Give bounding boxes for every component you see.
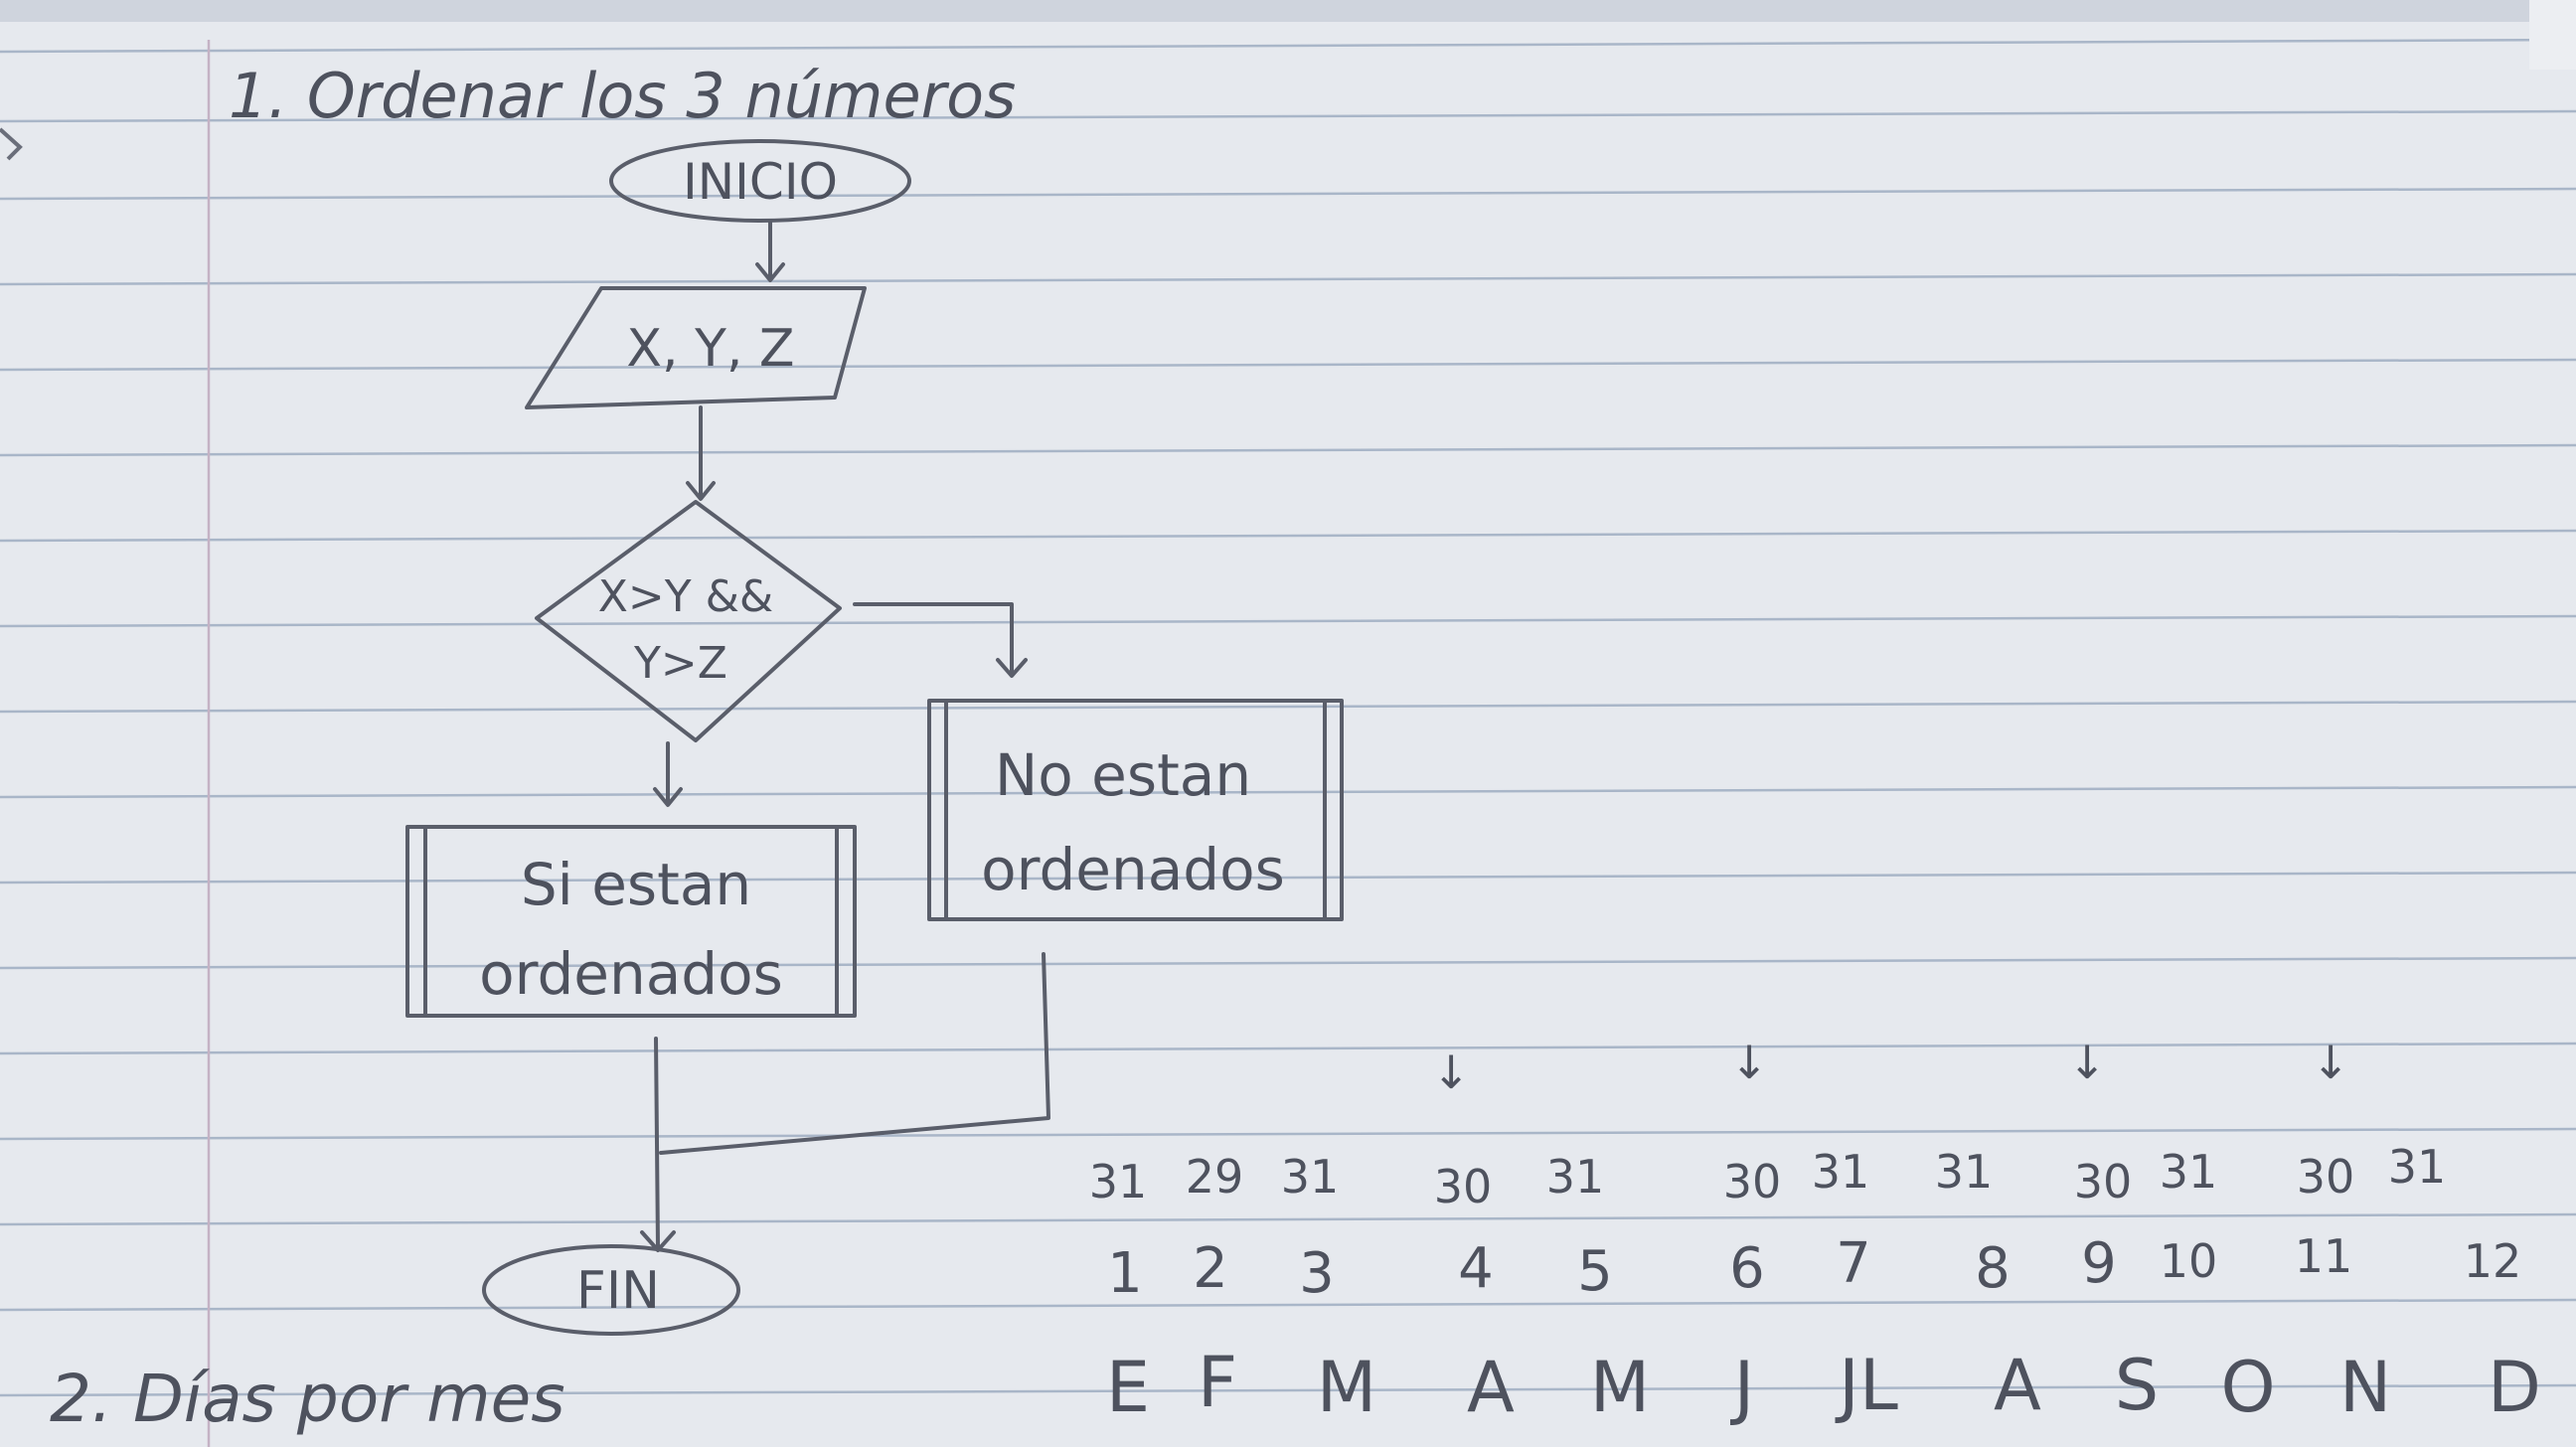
month-number-cell: 3	[1299, 1241, 1335, 1306]
days-cell: 31	[1546, 1150, 1605, 1204]
month-letter-cell: F	[1198, 1342, 1237, 1423]
end-label: FIN	[576, 1261, 660, 1321]
arrow-input-to-decision	[686, 405, 716, 501]
month-number-cell: 2	[1193, 1236, 1228, 1301]
days-row: 31 29 31 30 31 30 31 31 30 31 30 31	[1089, 1140, 2447, 1213]
month-letter-cell: D	[2488, 1347, 2541, 1428]
arrow-mark: ↓	[2312, 1036, 2350, 1089]
days-cell: 30	[1434, 1160, 1493, 1213]
arrow-start-to-input	[755, 219, 785, 282]
days-cell: 30	[2074, 1155, 2133, 1208]
month-letter-cell: M	[1317, 1347, 1376, 1428]
no-process-box	[927, 699, 1344, 921]
days-cell: 31	[1812, 1145, 1870, 1199]
arrow-mark: ↓	[2068, 1036, 2107, 1089]
month-letter-cell: O	[2220, 1347, 2275, 1428]
month-number-cell: 5	[1577, 1239, 1613, 1304]
month-letter-cell: A	[1994, 1345, 2041, 1426]
month-letters-row: E F M A M J JL A S O N D	[1106, 1342, 2541, 1428]
days-cell: 30	[1723, 1155, 1782, 1208]
days-cell: 29	[1186, 1150, 1244, 1204]
end-terminal	[482, 1244, 740, 1336]
ruled-lines	[0, 38, 2576, 1447]
section1-title: 1. Ordenar los 3 números	[229, 60, 1016, 132]
month-letter-cell: A	[1467, 1347, 1515, 1428]
month-letter-cell: S	[2115, 1345, 2159, 1426]
days-cell: 31	[1935, 1145, 1994, 1199]
month-letter-cell: E	[1106, 1347, 1150, 1428]
corner-glare	[2529, 0, 2576, 70]
decision-line2: Y>Z	[633, 638, 727, 689]
no-line2: ordenados	[981, 836, 1285, 903]
month-number-cell: 4	[1458, 1236, 1494, 1301]
days-cell: 30	[2297, 1150, 2355, 1204]
month-number-cell: 10	[2160, 1234, 2218, 1288]
arrow-decision-to-yes	[653, 741, 683, 807]
month-number-cell: 9	[2081, 1231, 2117, 1296]
month-number-cell: 6	[1729, 1236, 1765, 1301]
arrow-mark: ↓	[1432, 1045, 1471, 1099]
decision-line1: X>Y &&	[598, 571, 774, 622]
days-cell: 31	[2160, 1145, 2218, 1199]
month-number-cell: 11	[2295, 1229, 2353, 1283]
month-numbers-row: 1 2 3 4 5 6 7 8 9 10 11 12	[1107, 1229, 2521, 1306]
days-cell: 31	[1281, 1150, 1340, 1204]
input-label: X, Y, Z	[626, 319, 794, 379]
days-cell: 31	[1089, 1155, 1148, 1208]
section2-title: 2. Días por mes	[50, 1361, 565, 1437]
month-number-cell: 7	[1836, 1231, 1871, 1296]
month-number-cell: 12	[2464, 1234, 2522, 1288]
days-cell: 31	[2388, 1140, 2447, 1194]
start-terminal	[609, 139, 911, 223]
no-line1: No estan	[995, 741, 1251, 809]
decision-diamond	[535, 500, 842, 742]
page-top-edge	[0, 0, 2576, 22]
page-edge-mark	[0, 127, 23, 161]
month-letter-cell: JL	[1835, 1345, 1898, 1426]
yes-line2: ordenados	[479, 940, 783, 1008]
yes-process-box	[405, 825, 857, 1018]
month-number-cell: 8	[1975, 1236, 2011, 1301]
month-letter-cell: J	[1730, 1347, 1755, 1428]
arrow-marks: ↓ ↓ ↓ ↓	[1432, 1036, 2350, 1099]
month-letter-cell: N	[2339, 1347, 2391, 1428]
input-parallelogram	[525, 286, 867, 409]
arrow-decision-to-no	[853, 602, 1028, 678]
yes-line1: Si estan	[521, 851, 751, 918]
month-number-cell: 1	[1107, 1241, 1143, 1306]
month-letter-cell: M	[1590, 1347, 1650, 1428]
arrow-mark: ↓	[1730, 1036, 1769, 1089]
connector-no-to-end	[659, 952, 1050, 1155]
start-label: INICIO	[683, 153, 838, 211]
